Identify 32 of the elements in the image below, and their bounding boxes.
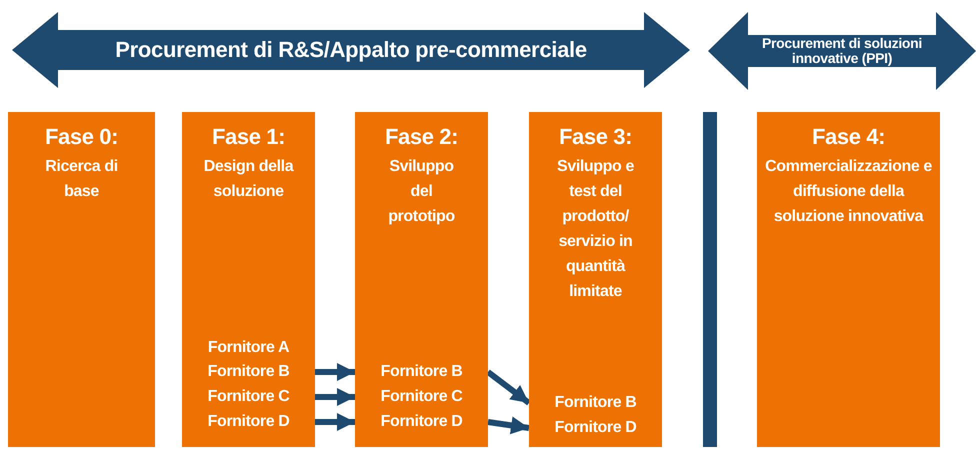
phase-box [182,112,315,447]
supplier-label: Fornitore D [182,410,315,434]
supplier-label: Fornitore D [355,410,488,434]
phase-title: Fase 3: [558,124,632,150]
phase-box [355,112,488,447]
arrow [315,363,355,381]
phase-description: Ricerca di base [44,157,119,202]
supplier-label: Fornitore D [529,416,662,440]
supplier-label: Fornitore A [182,336,315,360]
phase-box [529,112,662,447]
supplier-label: Fornitore B [355,360,488,384]
supplier-label: Fornitore B [529,391,662,415]
arrow [488,416,530,434]
supplier-label: Fornitore C [182,385,315,409]
banner-title: Procurement di R&S/Appalto pre-commerciale [115,38,587,62]
banner-title: Procurement di soluzioni innovative (PPI) [760,36,924,66]
phase-description: Design della soluzione [202,157,295,202]
supplier-label: Fornitore B [182,360,315,384]
divider-bar [703,112,717,447]
phase-description: Commercializzazione e diffusione della soluzione innovativa [764,157,933,227]
arrow [315,388,355,406]
phase-box [8,112,155,447]
phase-title: Fase 4: [812,124,886,150]
arrow [486,370,531,406]
phase-description: Sviluppo e test del prodotto/ servizio in quantità limitate [556,157,635,302]
arrow [315,413,355,431]
phase-box [757,112,940,447]
phase-title: Fase 2: [384,124,458,150]
phase-title: Fase 1: [212,124,286,150]
phase-description: Sviluppo del prototipo [387,157,456,227]
phase-title: Fase 0: [44,124,118,150]
supplier-label: Fornitore C [355,385,488,409]
